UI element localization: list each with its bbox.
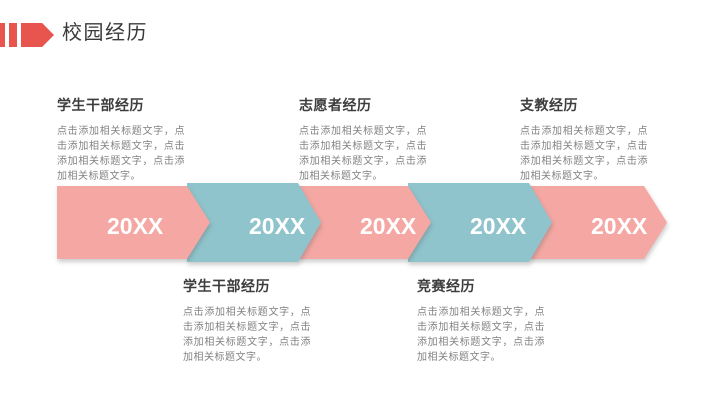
marker-bar-icon [9, 23, 17, 47]
section-body: 点击添加相关标题文字，点击添加相关标题文字，点击添加相关标题文字，点击添加相关标… [183, 307, 311, 363]
title-marker-icon [0, 23, 54, 47]
marker-arrow-icon [21, 23, 54, 47]
section-heading: 竞赛经历 [417, 278, 475, 294]
chevron-year-label: 20XX [249, 212, 306, 239]
section-heading: 学生干部经历 [183, 278, 270, 294]
chevron-year-label: 20XX [591, 212, 648, 239]
section-competition: 竞赛经历 点击添加相关标题文字，点击添加相关标题文字，点击添加相关标题文字，点击… [417, 276, 549, 365]
section-heading: 学生干部经历 [57, 97, 144, 113]
section-heading: 志愿者经历 [299, 97, 372, 113]
section-body: 点击添加相关标题文字，点击添加相关标题文字，点击添加相关标题文字，点击添加相关标… [417, 307, 545, 363]
section-heading: 支教经历 [520, 97, 578, 113]
chevron-arrow-icon [57, 186, 210, 259]
timeline-chevron-5: 20XX [529, 186, 667, 259]
section-student-cadre-bottom: 学生干部经历 点击添加相关标题文字，点击添加相关标题文字，点击添加相关标题文字，… [183, 276, 315, 365]
section-teaching-support: 支教经历 点击添加相关标题文字，点击添加相关标题文字，点击添加相关标题文字，点击… [520, 95, 652, 184]
marker-bar-icon [0, 23, 5, 47]
timeline-chevron-4: 20XX [408, 183, 552, 262]
chevron-year-label: 20XX [360, 212, 417, 239]
timeline-chevron-3: 20XX [298, 186, 431, 259]
timeline-chevron-1: 20XX [57, 186, 210, 259]
chevron-year-label: 20XX [470, 212, 527, 239]
section-body: 点击添加相关标题文字，点击添加相关标题文字，点击添加相关标题文字，点击添加相关标… [299, 126, 427, 182]
slide-title: 校园经历 [62, 22, 148, 44]
section-body: 点击添加相关标题文字，点击添加相关标题文字，点击添加相关标题文字，点击添加相关标… [57, 126, 185, 182]
chevron-year-label: 20XX [107, 212, 164, 239]
section-volunteer: 志愿者经历 点击添加相关标题文字，点击添加相关标题文字，点击添加相关标题文字，点… [299, 95, 431, 184]
chevron-arrow-icon [408, 183, 552, 262]
chevron-arrow-icon [529, 186, 667, 259]
section-student-cadre-top: 学生干部经历 点击添加相关标题文字，点击添加相关标题文字，点击添加相关标题文字，… [57, 95, 189, 184]
section-body: 点击添加相关标题文字，点击添加相关标题文字，点击添加相关标题文字，点击添加相关标… [520, 126, 648, 182]
